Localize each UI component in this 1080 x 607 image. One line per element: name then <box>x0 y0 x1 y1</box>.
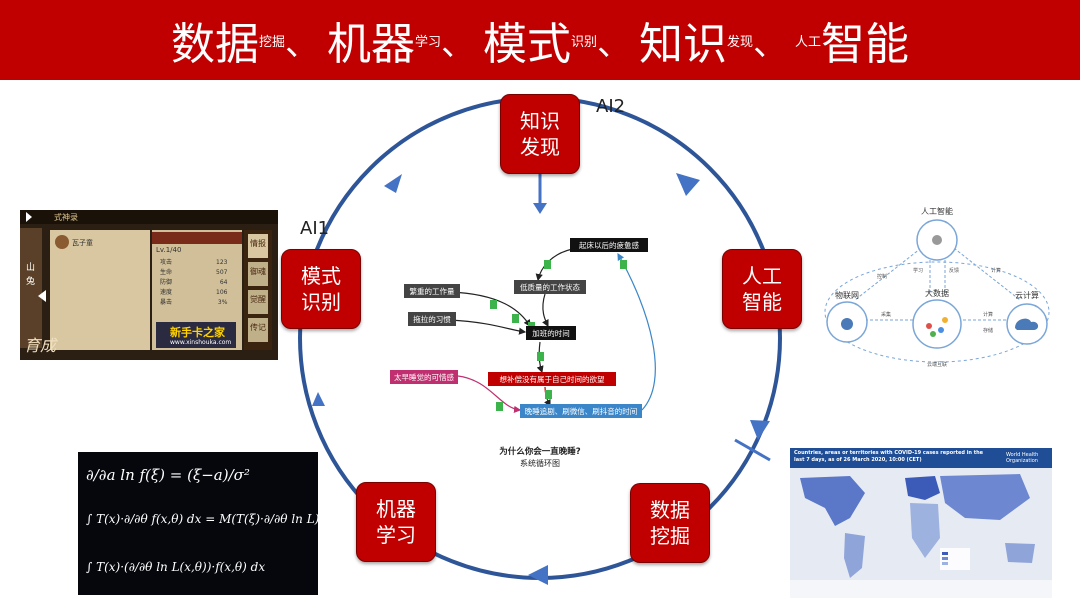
game-tab-soul[interactable]: 御魂 <box>250 267 266 276</box>
game-watermark-url: www.xinshouka.com <box>170 339 232 346</box>
ring-arrow-top-right <box>676 173 700 196</box>
loop-box-low-quality: 低质量的工作状态 <box>520 282 580 292</box>
node-pattern-recognition[interactable]: 模式 识别 <box>281 249 361 329</box>
ring-arrow-bottom <box>528 565 548 585</box>
loop-box-heavy-work: 繁重的工作量 <box>410 286 455 296</box>
covid-map-image: Countries, areas or territories with COV… <box>790 448 1052 598</box>
game-tab-info[interactable]: 情报 <box>250 239 266 248</box>
title-separator: 、 <box>597 23 631 64</box>
formula-line-1: ∂/∂a ln f(ξ) = (ξ−a)/σ² <box>86 466 250 484</box>
title-big-text: 智能 <box>821 19 910 70</box>
game-tab-awaken[interactable]: 觉醒 <box>250 295 266 304</box>
loop-box-late-sleep: 晚睡追剧、刷微信、刷抖音的时间 <box>525 406 638 416</box>
game-stats: 攻击生命防御速度暴击 <box>160 259 173 306</box>
svg-text:反馈: 反馈 <box>949 267 959 274</box>
game-char-name: 瓦子童 <box>72 239 93 247</box>
title-big-text: 模式 <box>482 19 571 70</box>
formula-line-3: ∫ T(x)·(∂/∂θ ln L(x,θ))·f(x,θ) dx <box>86 560 266 574</box>
formula-line-2: ∫ T(x)·∂/∂θ f(x,θ) dx = M(T(ξ)·∂/∂θ ln L… <box>86 512 318 526</box>
node-machine-learning[interactable]: 机器 学习 <box>356 482 436 562</box>
loop-box-overtime: 加班的时间 <box>532 328 570 338</box>
bd-ai-label: 人工智能 <box>921 206 953 216</box>
game-side-1: 山 <box>26 263 36 273</box>
loop-box-desire: 想补偿没有属于自己时间的欲望 <box>500 374 605 384</box>
title-separator: 、 <box>440 23 475 64</box>
title-small-text: 学习 <box>414 34 441 50</box>
node-artificial-intelligence[interactable]: 人工 智能 <box>722 249 802 329</box>
loop-caption-question: 为什么你会一直晚睡? <box>499 446 581 457</box>
bd-bigdata-label: 大数据 <box>925 288 949 298</box>
svg-text:云端互联: 云端互联 <box>927 361 947 368</box>
loop-caption-type: 系统循环图 <box>520 458 560 468</box>
game-logo: 育成 <box>24 336 57 355</box>
title-banner: 数据挖掘、机器学习、模式识别、知识发现、人工智能 <box>0 0 1080 80</box>
svg-text:学习: 学习 <box>913 267 923 274</box>
ring-break-mark <box>734 438 771 462</box>
node-knowledge-discovery[interactable]: 知识 发现 <box>500 94 580 174</box>
map-title: Countries, areas or territories with COV… <box>794 450 984 463</box>
formula-image: ∂/∂a ln f(ξ) = (ξ−a)/σ² ∫ T(x)·∂/∂θ f(x,… <box>78 452 318 595</box>
title-big-text: 机器 <box>326 19 415 70</box>
label-ai2: AI2 <box>596 96 626 117</box>
ring-arrow-top-left <box>384 174 402 193</box>
loop-box-wake: 起床以后的疲惫感 <box>579 240 639 250</box>
game-tab-bio[interactable]: 传记 <box>250 323 266 332</box>
svg-text:采集: 采集 <box>881 311 891 318</box>
game-header: 式神录 <box>54 213 78 222</box>
map-who-logo: World Health Organization <box>1006 452 1039 464</box>
game-watermark: 新手卡之家 <box>170 326 225 339</box>
svg-text:计算: 计算 <box>983 311 993 318</box>
svg-text:计算: 计算 <box>991 267 1001 274</box>
loop-box-pity: 太早睡觉的可惜感 <box>394 372 454 382</box>
title-big-text: 知识 <box>639 19 727 70</box>
knowledge-down-arrow <box>533 203 547 214</box>
title-separator: 、 <box>753 23 788 64</box>
title-separator: 、 <box>284 23 319 64</box>
game-side-2: 兔 <box>26 277 36 287</box>
svg-text:存储: 存储 <box>983 327 993 334</box>
ring-arrow-right <box>750 420 770 440</box>
title-small-text: 人工 <box>795 34 822 50</box>
ring-arrow-left <box>312 392 325 406</box>
title-big-text: 数据 <box>170 19 259 70</box>
bigdata-diagram: 人工智能 大数据 物联网 云计算 控制 学习 反馈 计算 采集 计算 存储 云端… <box>824 206 1050 368</box>
causal-loop-diagram: 起床以后的疲惫感 低质量的工作状态 繁重的工作量 拖拉的习惯 加班的时间 想补偿… <box>390 238 656 468</box>
bd-iot-label: 物联网 <box>835 290 859 300</box>
node-data-mining[interactable]: 数据 挖掘 <box>630 483 710 563</box>
bd-cloud-label: 云计算 <box>1015 290 1039 300</box>
title-small-text: 挖掘 <box>258 34 285 50</box>
title-small-text: 发现 <box>727 34 754 50</box>
title-small-text: 识别 <box>570 34 597 50</box>
loop-box-procrastination: 拖拉的习惯 <box>413 314 451 324</box>
game-level: Lv.1/40 <box>156 246 182 254</box>
svg-text:控制: 控制 <box>877 273 887 280</box>
label-ai1: AI1 <box>300 218 330 239</box>
